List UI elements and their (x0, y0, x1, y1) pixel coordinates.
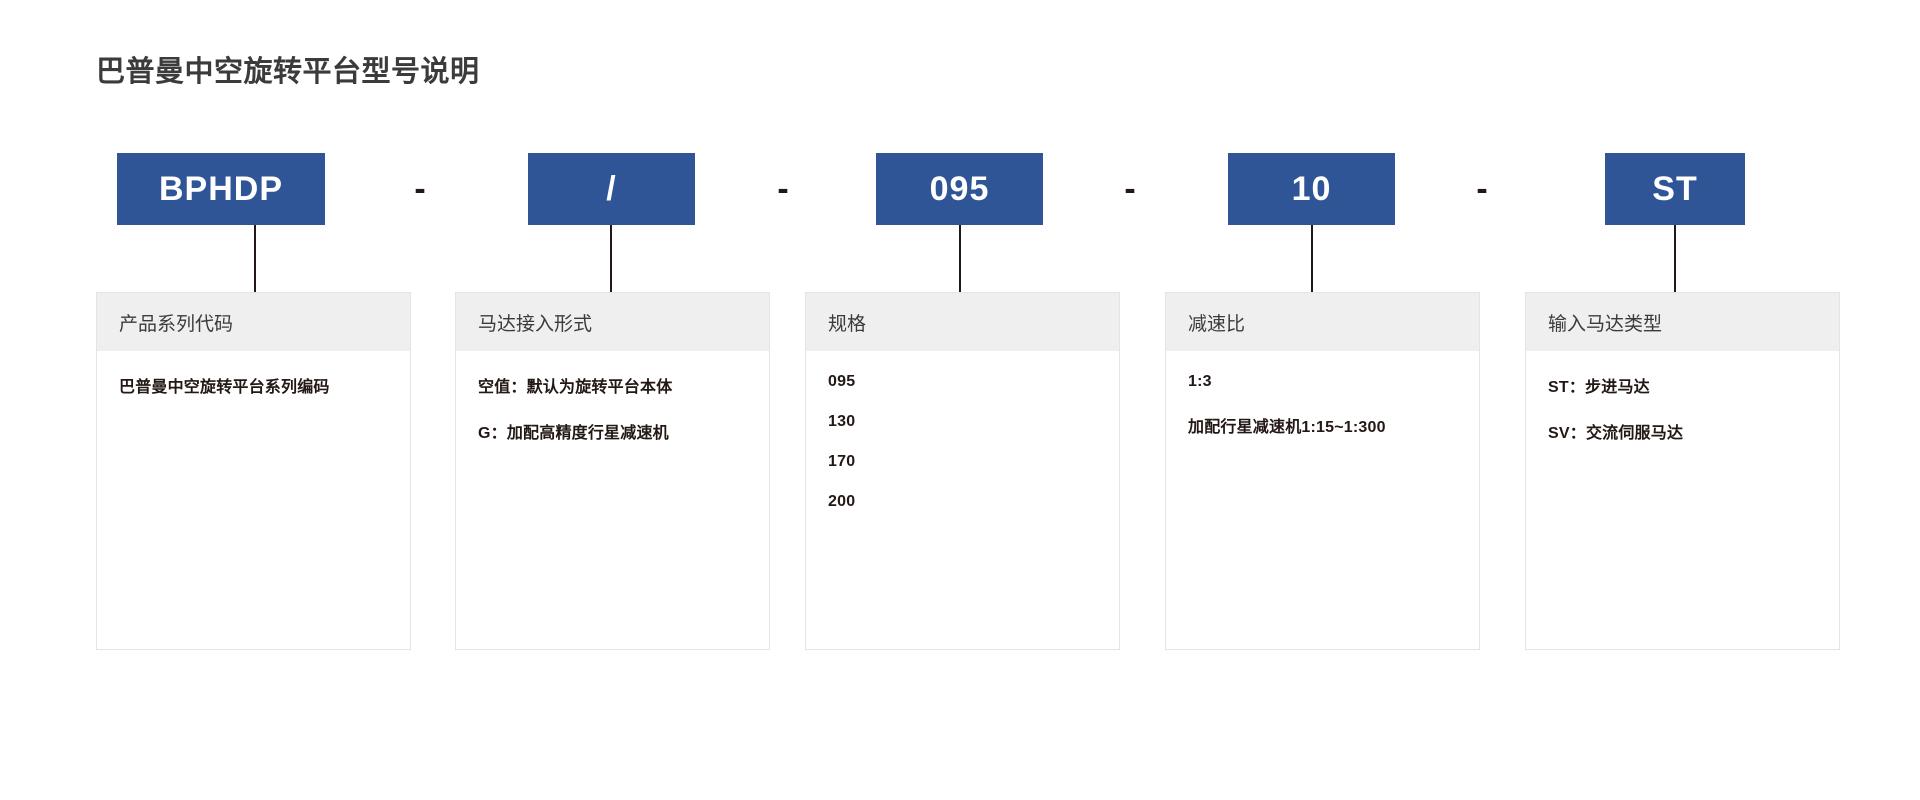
code-separator-3: - (1124, 170, 1136, 208)
page-title: 巴普曼中空旋转平台型号说明 (96, 56, 480, 88)
code-separator-2: - (777, 170, 789, 208)
panel-body-motor-interface: 空值：默认为旋转平台本体 G：加配高精度行星减速机 (456, 351, 769, 443)
code-chip-series: BPHDP (117, 153, 325, 225)
connector-stem-3 (959, 225, 961, 292)
panel-reduction-ratio: 减速比 1:3 加配行星减速机1:15~1:300 (1165, 292, 1480, 650)
panel-header-size: 规格 (806, 293, 1119, 351)
panel-motor-interface: 马达接入形式 空值：默认为旋转平台本体 G：加配高精度行星减速机 (455, 292, 770, 650)
code-chip-ratio: 10 (1228, 153, 1395, 225)
code-separator-1: - (414, 170, 426, 208)
panel-line: 200 (828, 493, 856, 510)
panel-line: ST：步进马达 (1548, 379, 1650, 396)
panel-line: G：加配高精度行星减速机 (478, 425, 669, 442)
panel-size: 规格 095 130 170 200 (805, 292, 1120, 650)
code-chip-motor-type: ST (1605, 153, 1745, 225)
code-chip-size: 095 (876, 153, 1043, 225)
panel-header-input-motor-type: 输入马达类型 (1526, 293, 1839, 351)
panel-header-product-series: 产品系列代码 (97, 293, 410, 351)
connector-stem-1 (254, 225, 256, 292)
panel-line: 巴普曼中空旋转平台系列编码 (119, 379, 330, 396)
connector-stem-2 (610, 225, 612, 292)
panel-product-series: 产品系列代码 巴普曼中空旋转平台系列编码 (96, 292, 411, 650)
panel-body-reduction-ratio: 1:3 加配行星减速机1:15~1:300 (1166, 351, 1479, 437)
panel-line: 1:3 (1188, 373, 1212, 390)
panel-line: 加配行星减速机1:15~1:300 (1188, 419, 1386, 436)
code-separator-4: - (1476, 170, 1488, 208)
panel-header-reduction-ratio: 减速比 (1166, 293, 1479, 351)
code-chip-motor-interface: / (528, 153, 695, 225)
panel-header-motor-interface: 马达接入形式 (456, 293, 769, 351)
connector-stem-5 (1674, 225, 1676, 292)
panel-body-product-series: 巴普曼中空旋转平台系列编码 (97, 351, 410, 397)
panel-line: SV：交流伺服马达 (1548, 425, 1684, 442)
panel-line: 130 (828, 413, 856, 430)
panel-line: 170 (828, 453, 856, 470)
panel-line: 空值：默认为旋转平台本体 (478, 379, 673, 396)
connector-stem-4 (1311, 225, 1313, 292)
panel-body-size: 095 130 170 200 (806, 351, 1119, 511)
panel-input-motor-type: 输入马达类型 ST：步进马达 SV：交流伺服马达 (1525, 292, 1840, 650)
panel-line: 095 (828, 373, 856, 390)
model-code-row: BPHDP - / - 095 - 10 - ST (0, 153, 1920, 225)
panel-body-input-motor-type: ST：步进马达 SV：交流伺服马达 (1526, 351, 1839, 443)
